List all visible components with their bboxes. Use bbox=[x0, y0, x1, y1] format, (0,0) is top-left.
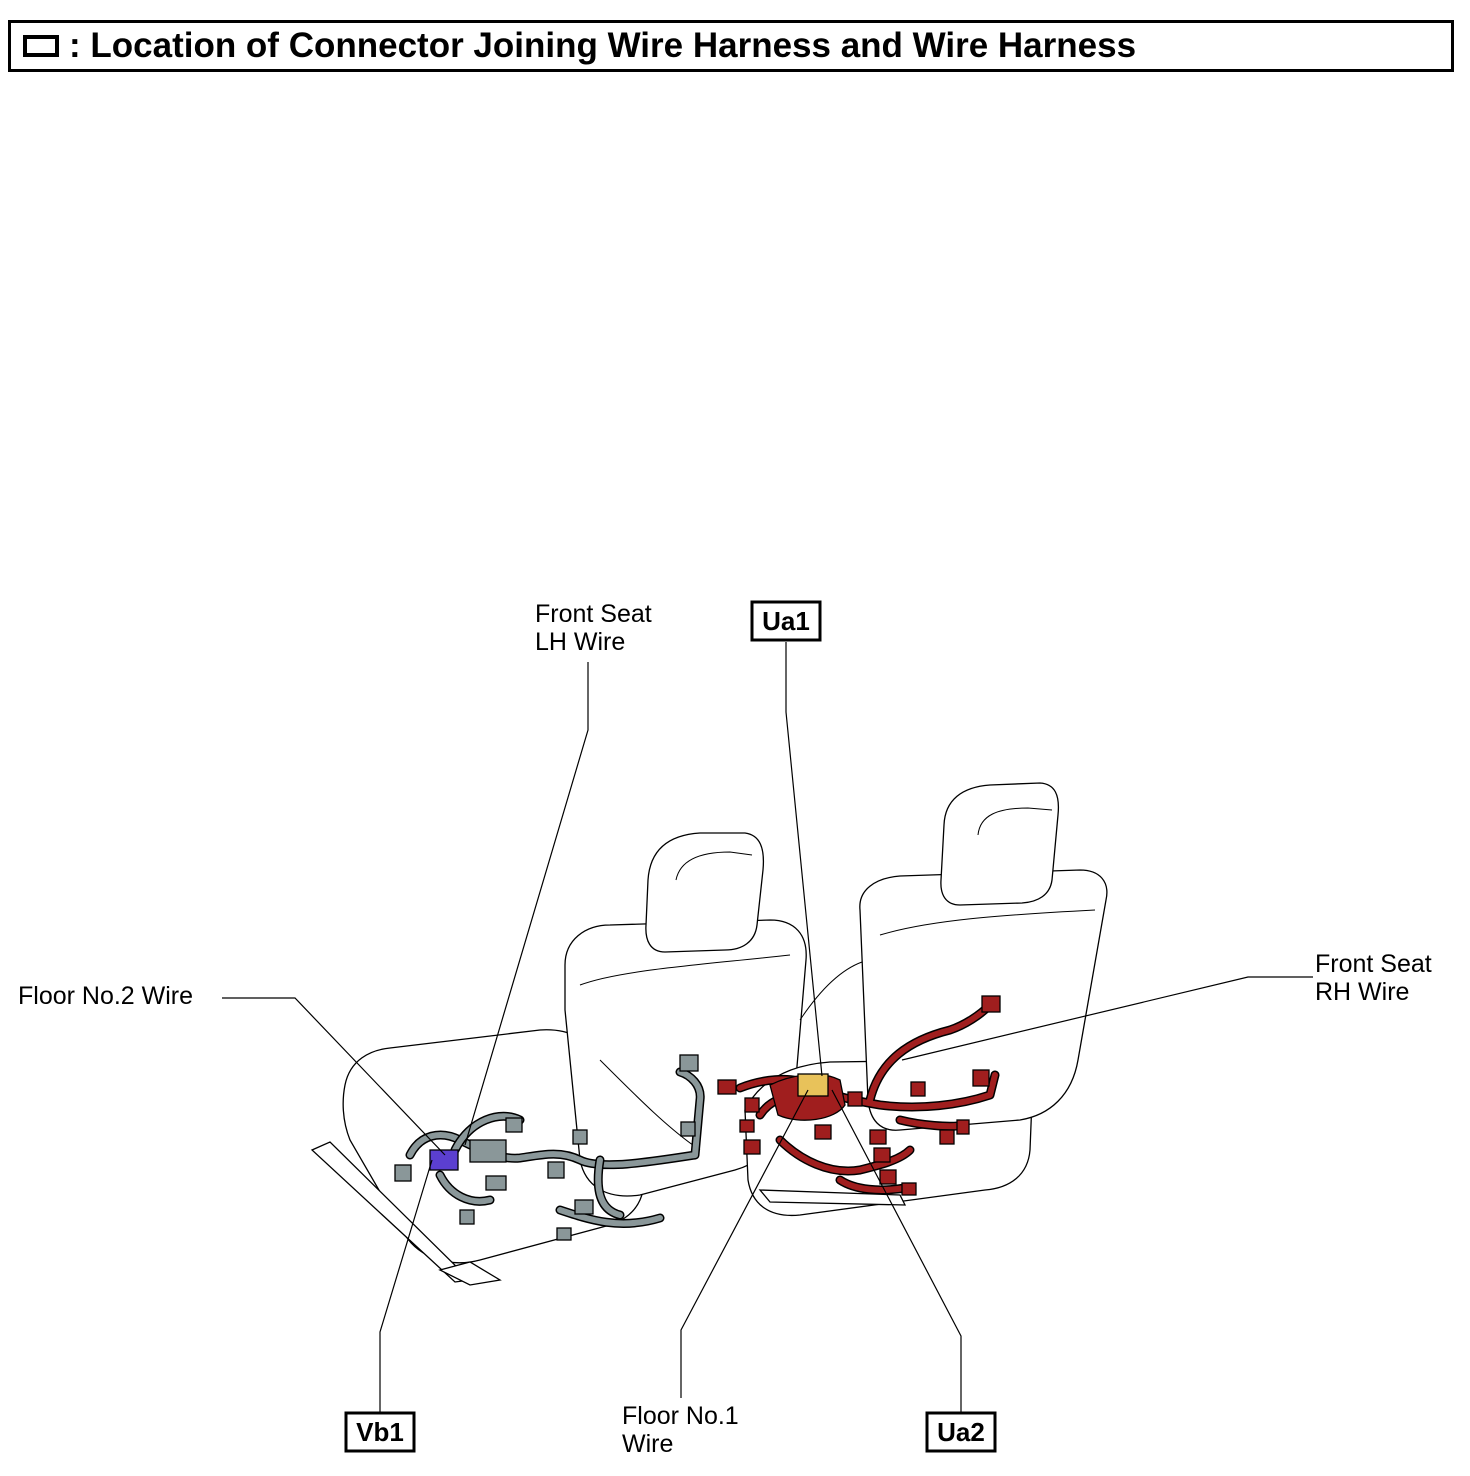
ua-connector-marker bbox=[797, 1073, 829, 1097]
page-title: : Location of Connector Joining Wire Har… bbox=[69, 26, 1137, 65]
vb1-callout: Vb1 bbox=[344, 1411, 416, 1453]
front-seat-lh-label-line2: LH Wire bbox=[535, 628, 625, 656]
ua1-code: Ua1 bbox=[762, 606, 810, 636]
leader-lines bbox=[222, 642, 1313, 1412]
vb1-connector-marker bbox=[429, 1149, 459, 1171]
ua2-code: Ua2 bbox=[937, 1417, 985, 1447]
ua1-callout: Ua1 bbox=[750, 600, 822, 642]
floor-no2-label: Floor No.2 Wire bbox=[18, 982, 193, 1010]
left-seat bbox=[310, 832, 807, 1286]
front-seat-rh-label-line2: RH Wire bbox=[1315, 978, 1409, 1006]
front-seat-rh-label-line1: Front Seat bbox=[1315, 950, 1432, 978]
front-seat-lh-harness bbox=[394, 1054, 705, 1241]
legend-box-icon bbox=[23, 35, 59, 57]
front-seat-rh-harness bbox=[717, 995, 1001, 1196]
floor-no1-label-line1: Floor No.1 bbox=[622, 1402, 739, 1430]
front-seat-lh-label-line1: Front Seat bbox=[535, 600, 652, 628]
ua2-callout: Ua2 bbox=[925, 1411, 997, 1453]
floor-no1-label-line2: Wire bbox=[622, 1430, 673, 1458]
header-frame: : Location of Connector Joining Wire Har… bbox=[8, 20, 1454, 72]
vb1-code: Vb1 bbox=[356, 1417, 404, 1447]
